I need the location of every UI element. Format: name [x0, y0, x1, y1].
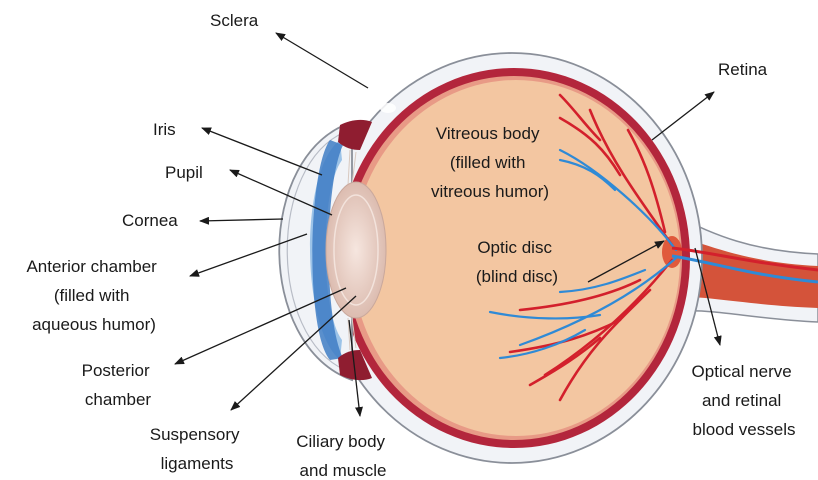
arrow-sclera — [276, 33, 368, 88]
arrow-retina — [652, 92, 714, 140]
label-cornea: Cornea — [122, 211, 178, 230]
label-optical-nerve: Optical nerve and retinal blood vessels — [692, 362, 797, 439]
label-ciliary-body: Ciliary body and muscle — [296, 432, 390, 480]
arrow-iris — [202, 128, 322, 175]
label-iris: Iris — [153, 120, 176, 139]
label-suspensory-ligaments: Suspensory ligaments — [150, 425, 245, 473]
label-posterior-chamber: Posterior chamber — [82, 361, 155, 409]
optic-disc — [662, 236, 682, 268]
label-anterior-chamber: Anterior chamber (filled with aqueous hu… — [26, 257, 161, 334]
label-sclera: Sclera — [210, 11, 259, 30]
lens — [326, 182, 386, 318]
label-pupil: Pupil — [165, 163, 203, 182]
arrow-cornea — [200, 219, 283, 221]
eye-highlight — [380, 103, 396, 113]
label-retina: Retina — [718, 60, 768, 79]
